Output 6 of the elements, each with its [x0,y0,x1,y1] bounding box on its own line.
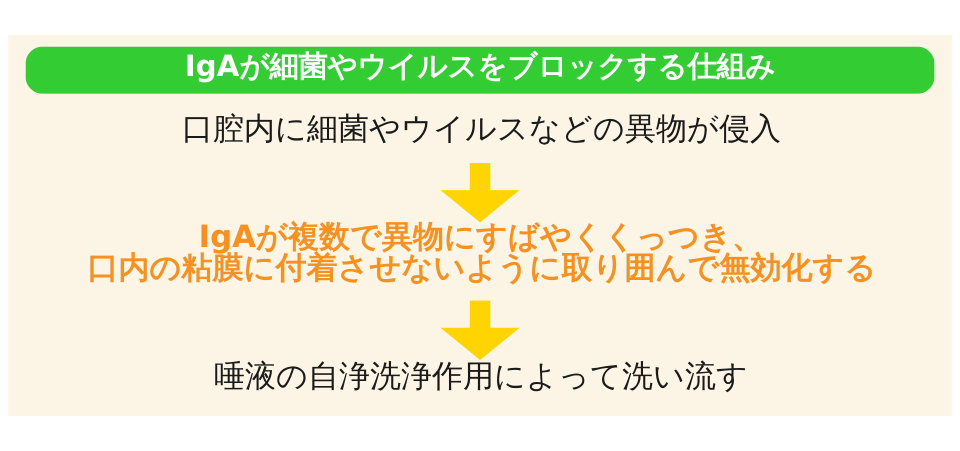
node-text: IgAが複数で異物にすばやくくっつき、口内の粘膜に付着させないように取り囲んで無効化する [87,219,876,286]
arrow [440,300,520,360]
arrow [440,162,520,222]
diagram-title: IgAが細菌やウイルスをブロックする仕組み [184,49,776,84]
node-text: 口腔内に細菌やウイルスなどの異物が侵入 [182,110,781,147]
node-text: 唾液の自浄洗浄作用によって洗い流す [214,358,748,394]
